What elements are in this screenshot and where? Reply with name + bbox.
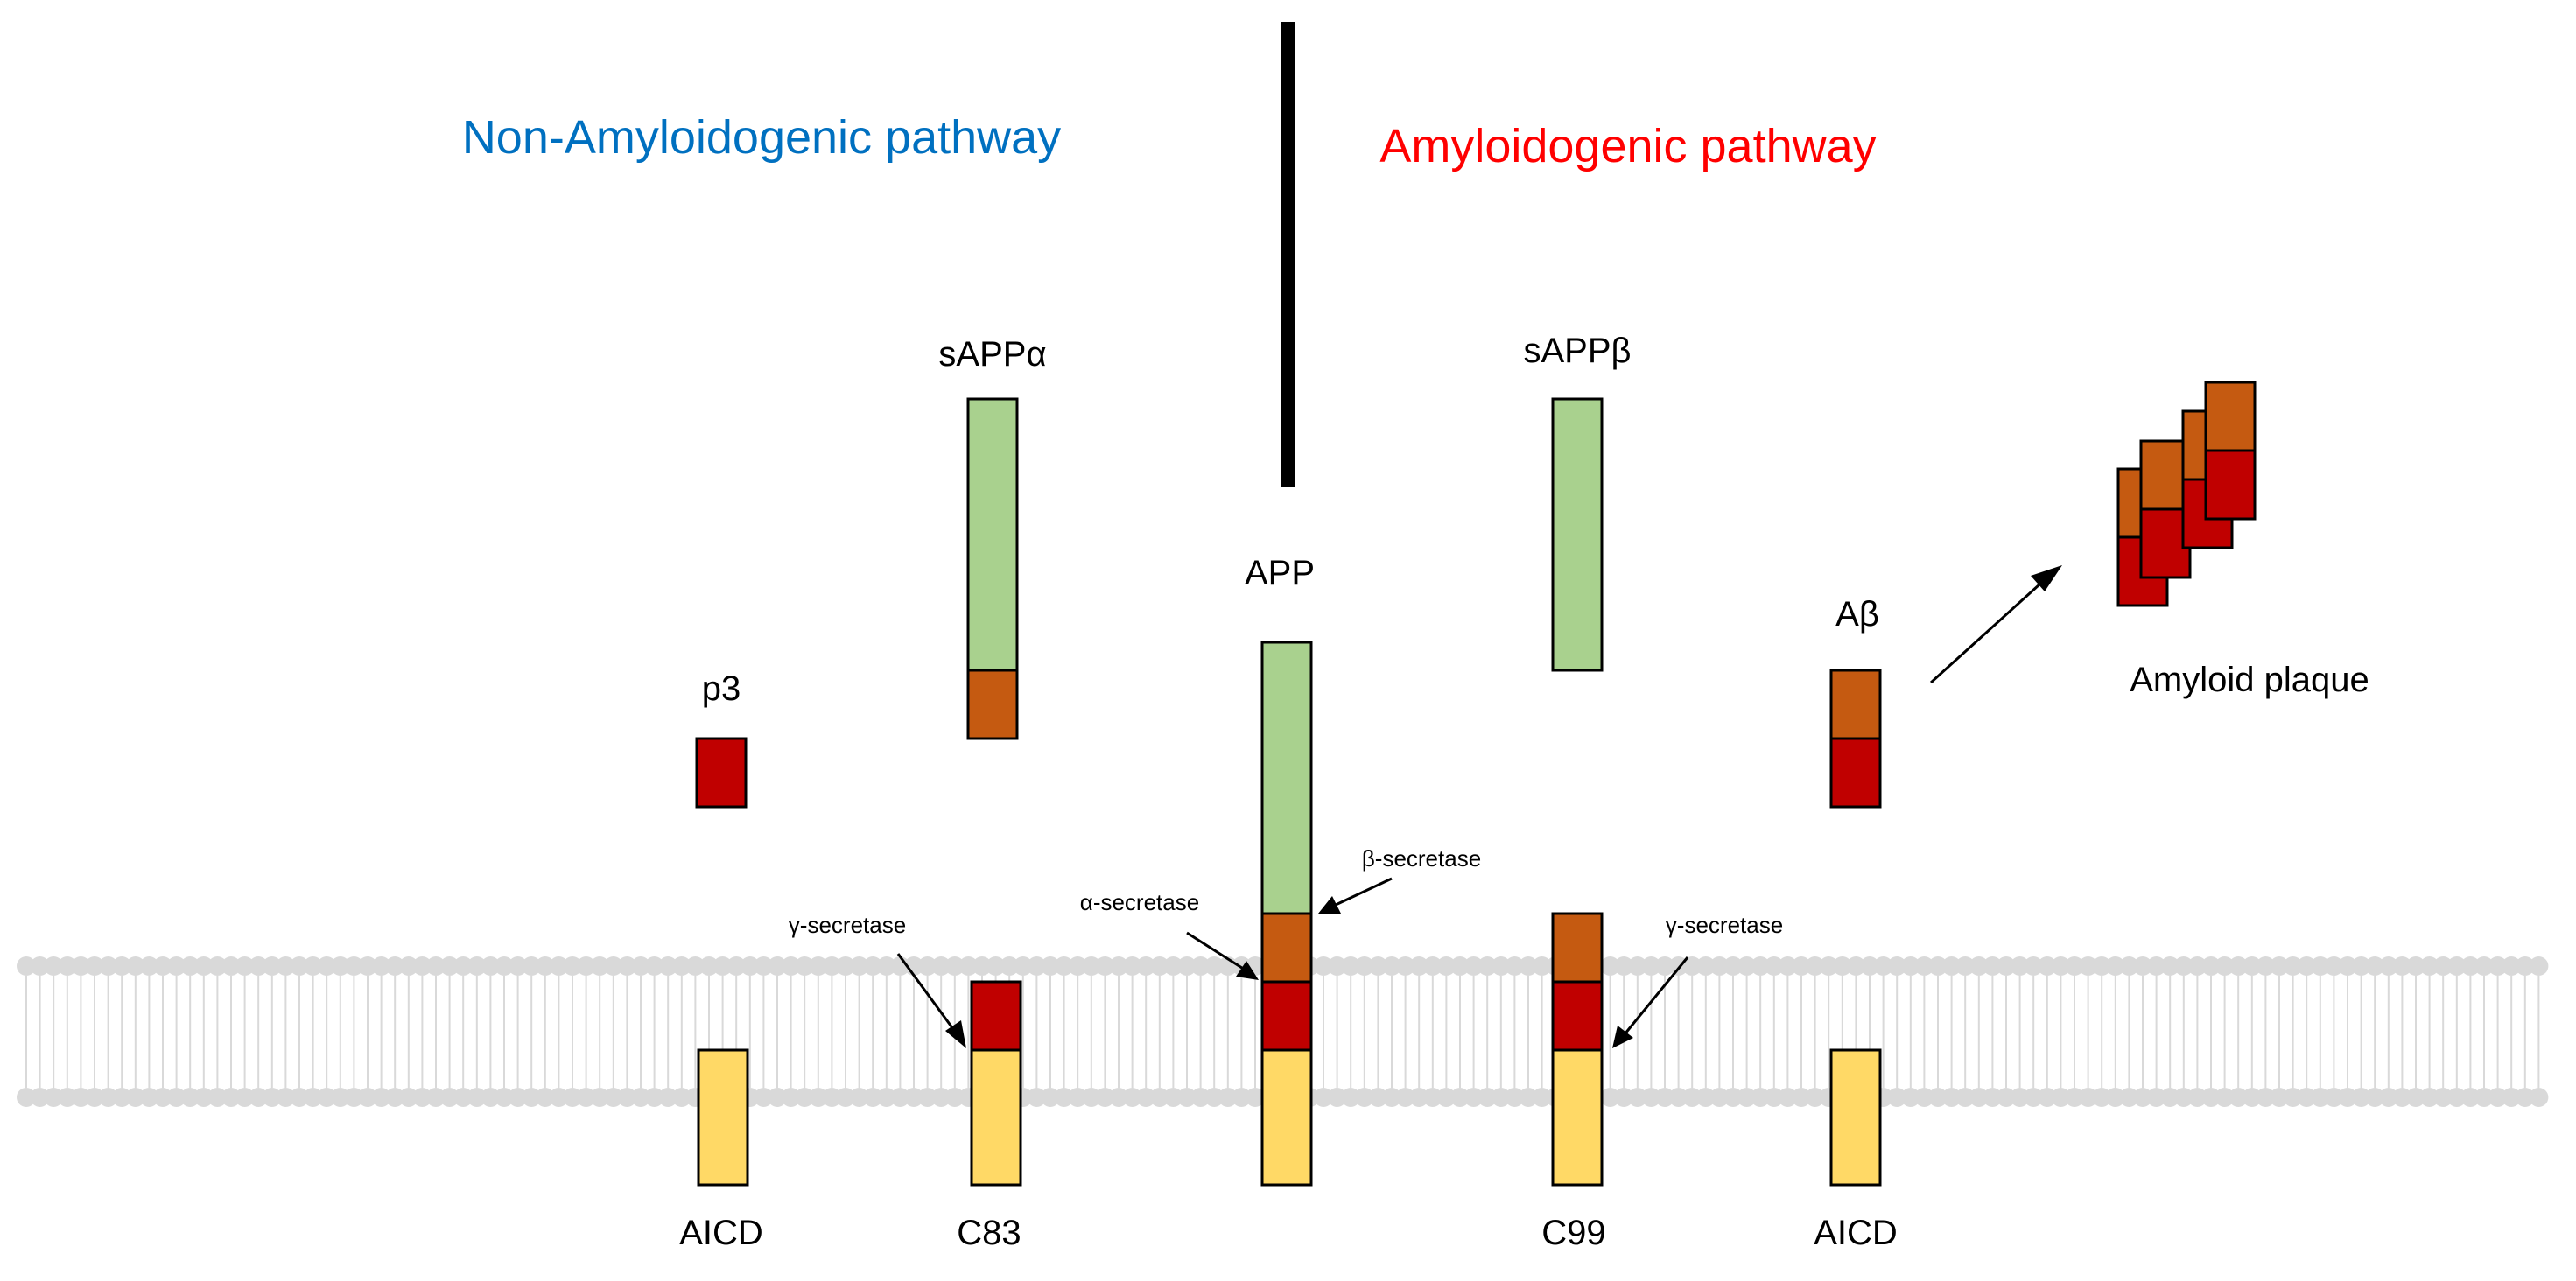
sappa-green-domain [966, 397, 1019, 672]
app-green-domain [1260, 640, 1313, 915]
alpha-secretase-arrowhead [1236, 961, 1259, 980]
alpha-secretase-label: α-secretase [1080, 889, 1199, 915]
app-protein [1260, 640, 1313, 1186]
p3-label: p3 [702, 669, 741, 708]
p3-fragment [695, 737, 748, 808]
beta-secretase-label: β-secretase [1362, 845, 1481, 872]
pathway-divider [1281, 22, 1295, 487]
sappb-fragment [1551, 397, 1604, 672]
c83-red-domain [970, 980, 1022, 1052]
aicd-left-label: AICD [679, 1214, 763, 1252]
c99-yellow-domain [1551, 1048, 1604, 1186]
app-red-domain [1260, 980, 1313, 1052]
plaque-label: Amyloid plaque [2130, 661, 2369, 699]
c99-fragment [1551, 912, 1604, 1186]
abeta-red-domain [1829, 737, 1882, 808]
abeta-fragment [1829, 668, 1882, 808]
abeta-label: Aβ [1835, 595, 1879, 634]
beta-secretase-arrow [1335, 877, 1393, 906]
c99-label: C99 [1541, 1214, 1605, 1252]
amyloid-plaque [2116, 381, 2257, 607]
c99-orange-domain [1551, 912, 1604, 984]
beta-secretase-arrowhead [1318, 896, 1341, 914]
c83-label: C83 [957, 1214, 1021, 1252]
non-amyloidogenic-heading: Non-Amyloidogenic pathway [462, 111, 1061, 164]
lipid-heads [17, 956, 2549, 1107]
app-label: APP [1245, 554, 1315, 592]
aggregation-arrowhead [2031, 565, 2062, 592]
gamma-secretase-left-arrowhead [945, 1020, 966, 1048]
c83-fragment [970, 980, 1022, 1186]
sappa-fragment [966, 397, 1019, 740]
app-yellow-domain [1260, 1048, 1313, 1186]
aggregation-arrow-shaft [1929, 583, 2041, 684]
aicd-right-label: AICD [1814, 1214, 1898, 1252]
abeta-orange-domain [1829, 668, 1882, 740]
amyloidogenic-heading: Amyloidogenic pathway [1379, 120, 1876, 172]
gamma-secretase-right-arrow [1623, 956, 1689, 1035]
app-orange-domain [1260, 912, 1313, 984]
alpha-secretase-arrow [1186, 931, 1246, 971]
sappb-label: sAPPβ [1523, 332, 1631, 370]
gamma-secretase-right-arrowhead [1612, 1026, 1633, 1048]
c99-red-domain [1551, 980, 1604, 1052]
gamma-secretase-right-label: γ-secretase [1666, 912, 1783, 938]
sappa-orange-domain [966, 668, 1019, 740]
aicd-right-fragment [1829, 1048, 1882, 1186]
aicd-left-fragment [697, 1048, 749, 1186]
c83-yellow-domain [970, 1048, 1022, 1186]
gamma-secretase-left-label: γ-secretase [789, 912, 906, 938]
gamma-secretase-left-arrow [896, 953, 958, 1033]
sappa-label: sAPPα [938, 335, 1046, 374]
